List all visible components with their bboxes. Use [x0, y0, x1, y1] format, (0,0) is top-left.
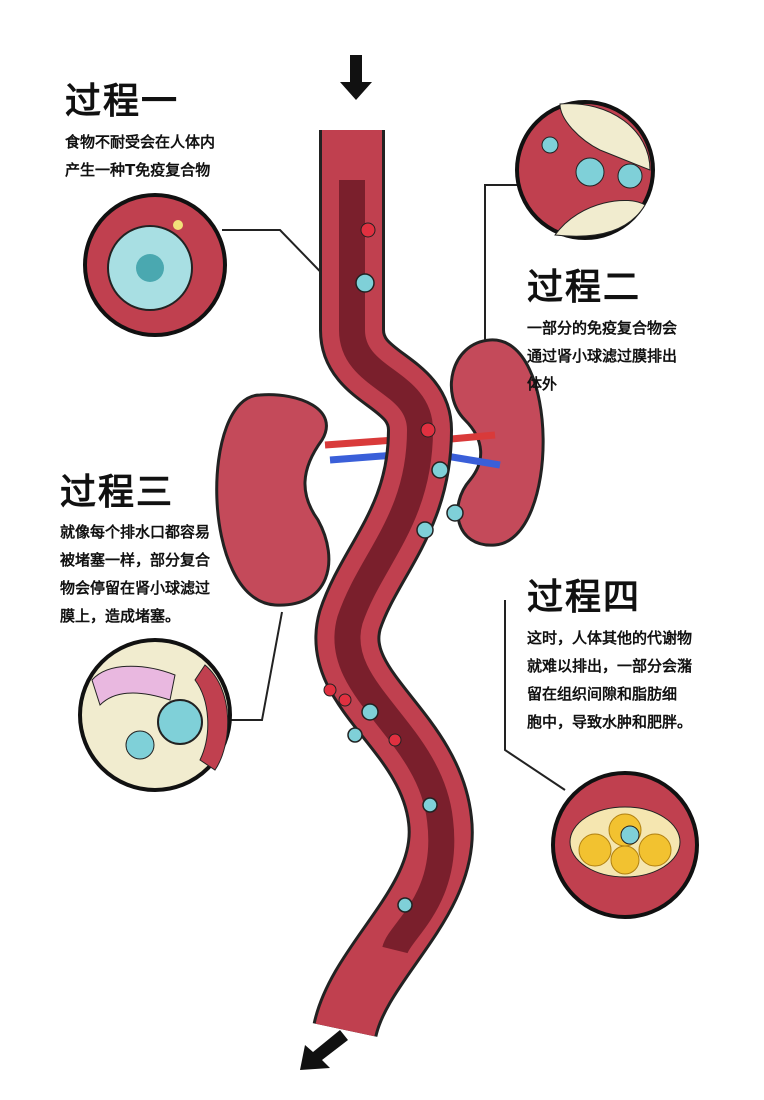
text-line: 膜上，造成堵塞。 — [60, 607, 181, 625]
text-line: 就难以排出，一部分会潴 — [527, 657, 693, 675]
text-line: 就像每个排水口都容易 — [60, 523, 211, 541]
text-line: 留在组织间隙和脂肪细 — [527, 685, 678, 703]
arrow-down-icon — [340, 55, 372, 100]
detail-circle-2 — [515, 100, 655, 240]
text-line: 胞中，导致水肿和肥胖。 — [527, 713, 693, 731]
detail-circle-3 — [78, 638, 232, 792]
text-line: 这时，人体其他的代谢物 — [527, 629, 693, 647]
detail-circle-1 — [83, 193, 227, 337]
step-1-text: 食物不耐受会在人体内产生一种T免疫复合物 — [65, 128, 215, 184]
text-line: 被堵塞一样，部分复合 — [60, 551, 211, 569]
step-1-title: 过程一 — [65, 81, 180, 122]
step-2-title: 过程二 — [527, 267, 642, 308]
text-line: 物会停留在肾小球滤过 — [60, 579, 211, 597]
detail-circle-4 — [551, 771, 699, 919]
text-line: 食物不耐受会在人体内 — [65, 133, 216, 151]
step-4-text: 这时，人体其他的代谢物就难以排出，一部分会潴留在组织间隙和脂肪细胞中，导致水肿和… — [527, 624, 692, 736]
text-line: 体外 — [527, 375, 558, 393]
text-line: 通过肾小球滤过膜排出 — [527, 347, 678, 365]
step-4-title: 过程四 — [527, 577, 642, 618]
step-3-title: 过程三 — [60, 472, 175, 513]
blood-vessel — [312, 130, 474, 1039]
left-kidney — [215, 393, 331, 607]
text-line: 产生一种T免疫复合物 — [65, 161, 211, 179]
step-3-text: 就像每个排水口都容易被堵塞一样，部分复合物会停留在肾小球滤过膜上，造成堵塞。 — [60, 518, 210, 630]
text-line: 一部分的免疫复合物会 — [527, 319, 678, 337]
arrow-down-left-icon — [300, 1030, 348, 1070]
step-2-text: 一部分的免疫复合物会通过肾小球滤过膜排出体外 — [527, 314, 677, 398]
